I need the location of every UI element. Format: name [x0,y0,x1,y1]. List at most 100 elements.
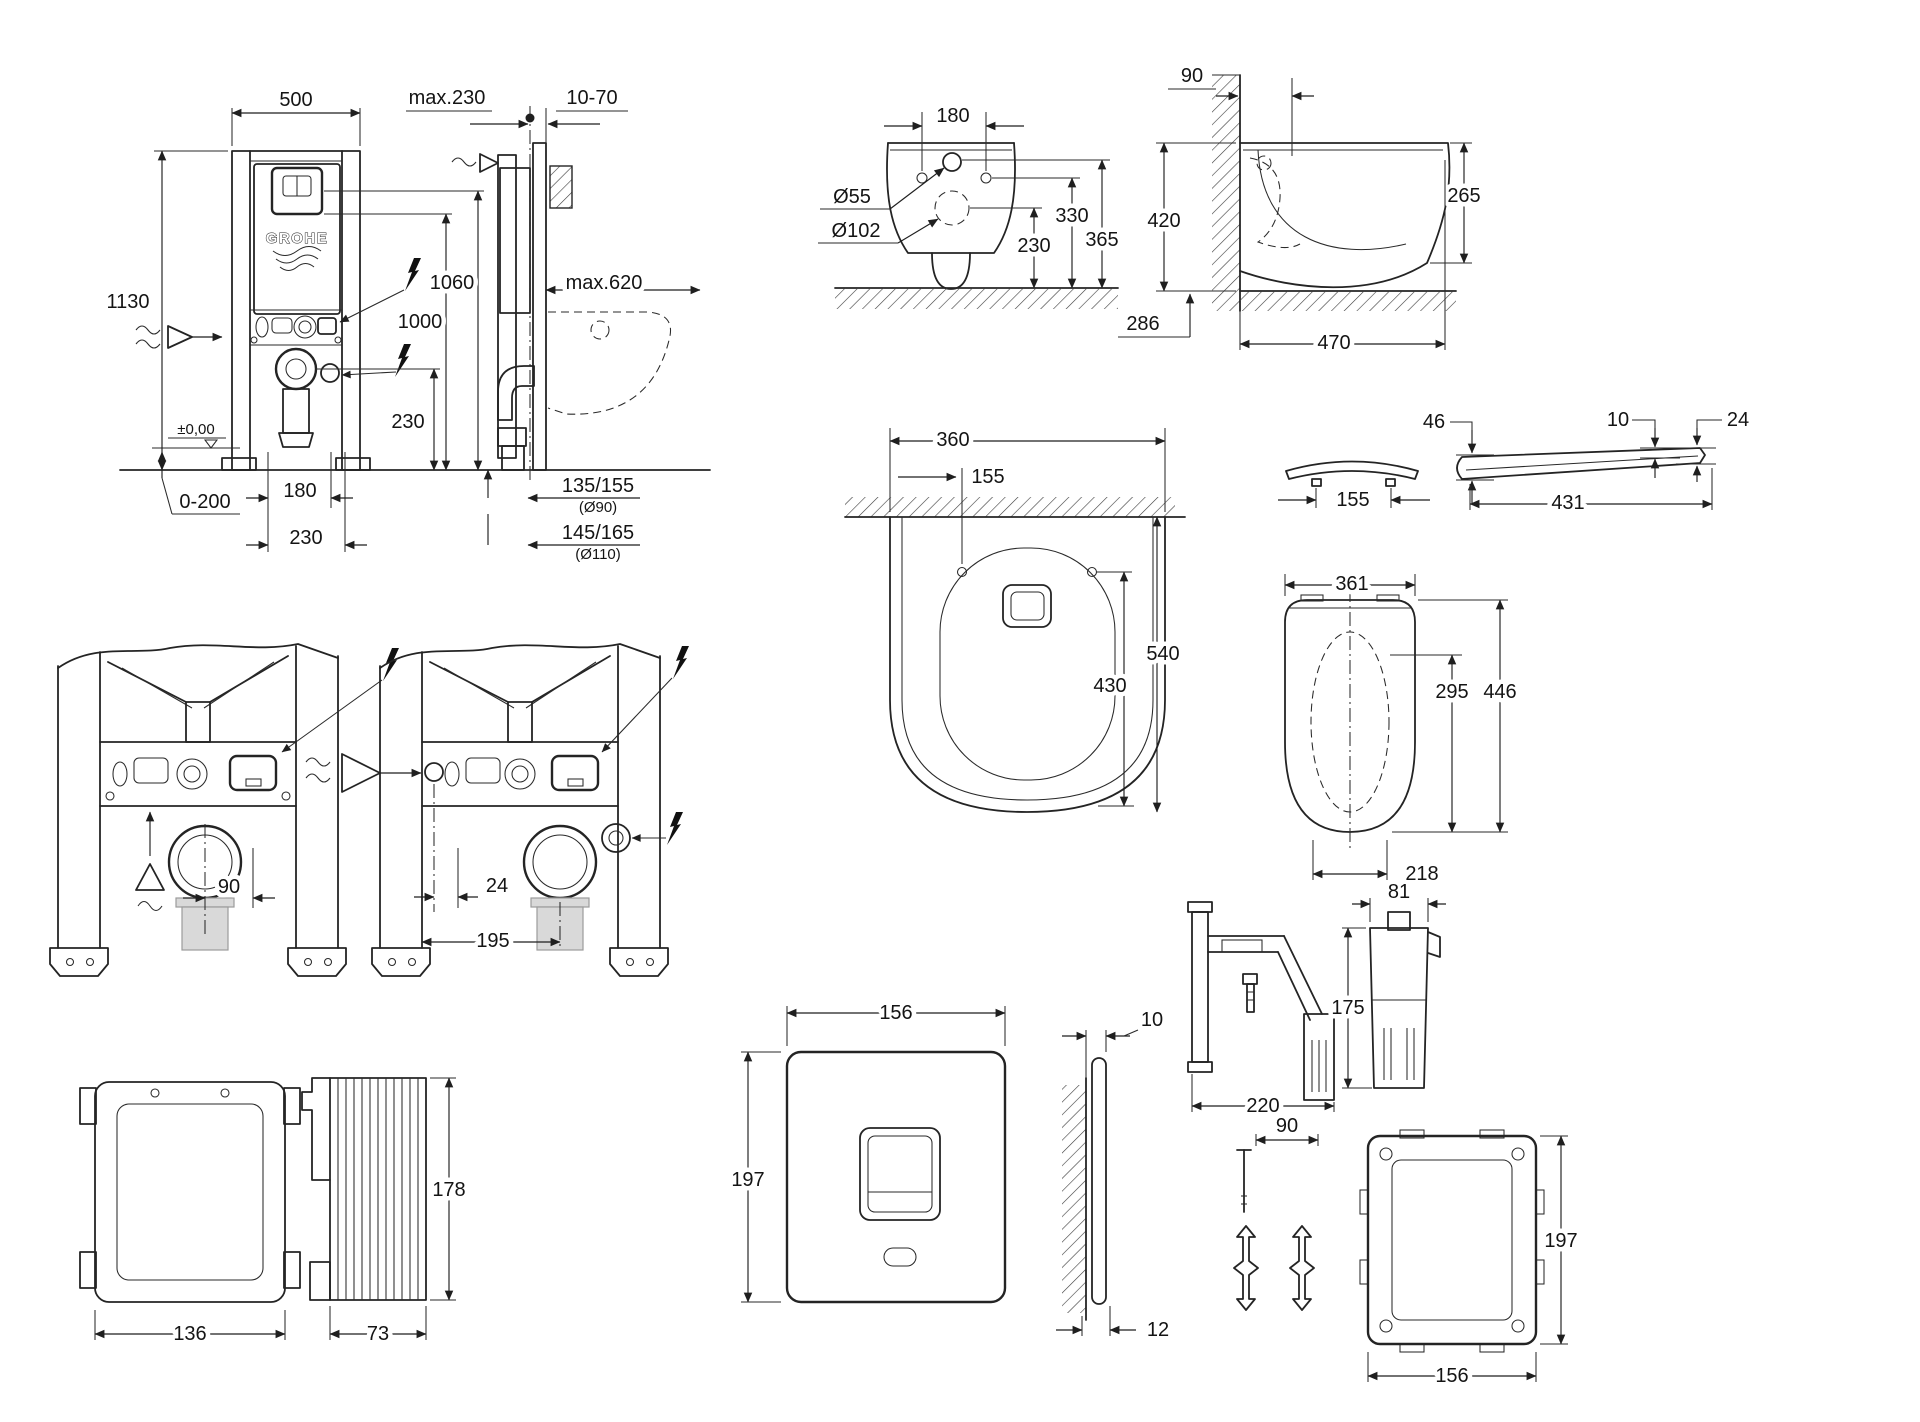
fixing-clip [1289,1225,1315,1311]
dim-hinge-spacing: 218 [1405,863,1438,885]
dim-drain-height: 230 [391,411,424,433]
frame-profile [497,154,517,459]
bowl-cavity [1257,149,1407,251]
dim-depth-max: max.230 [409,87,486,109]
screw [1236,1149,1252,1213]
dim-supply-height: 1000 [398,311,443,333]
dim-seat-length: 431 [1551,492,1584,514]
protection-sleeve: 81 175 [1327,881,1446,1089]
dim-fixing-depth: 90 [1181,65,1203,87]
foot-plate [609,947,669,977]
dim-projection: 470 [1317,332,1350,354]
foot-plate [49,947,109,977]
small-flush-button[interactable] [883,1247,917,1267]
drain-socket [274,347,318,391]
dim-drain-offset-b: 195 [476,930,509,952]
fixing-set: 90 197 156 [1233,1115,1582,1392]
wall-hatch [845,497,1175,517]
dim-projection-max: max.620 [566,272,643,294]
lightning-icon [341,344,411,379]
flush-plate-front: 156 197 [727,998,1007,1304]
wall-plug [1242,973,1258,1013]
dim-plate-width: 156 [879,1002,912,1024]
wc-side-view: 90 420 265 470 [1143,65,1485,359]
dim-fix-frame-height: 197 [1544,1230,1577,1252]
frame-side-view: max.230 10-70 max.620 135/155 (Ø90) 145/… [406,87,701,563]
dim-hole-height: 330 [1055,205,1088,227]
frame-detail-a: 90 [49,643,399,977]
sleeve-body [1369,927,1429,1089]
dim-seat-width: 361 [1335,573,1368,595]
dim-plate-center: 1060 [430,272,475,294]
dim-inner-length: 430 [1093,675,1126,697]
pad-hook [301,1077,331,1181]
supply-hole [424,762,444,782]
bowl-outline [886,142,1016,254]
frame-detail-b: 24 195 [305,643,689,977]
wall-hatch [1062,1085,1086,1313]
control-box [550,754,600,792]
control-box [228,754,278,792]
rib-lines [337,1078,419,1300]
power-socket [320,363,340,383]
drain-symbol-icon [135,811,165,912]
dim-outlet-height-2: 145/165 [562,522,634,544]
lightning-icon [281,648,399,753]
trap-dashed [1249,157,1301,249]
wall-plate [1191,911,1209,1063]
seat-lid-profile: 155 [1278,460,1430,516]
outlet-spigot [931,252,971,290]
seat-side-profile: 46 10 24 431 [1423,409,1749,519]
lightning-icon [339,258,421,323]
fixing-clip [1233,1225,1259,1311]
outlet-hole-dashed [934,190,970,226]
dim-outlet-dia-2: (Ø110) [575,546,621,563]
seat-shape [1456,447,1706,480]
frame-rail-left [231,150,251,471]
seat-outline [1284,599,1416,833]
floor-hatch [1240,291,1456,311]
wc-outline-dashed [547,311,672,415]
power-socket [601,823,631,853]
floor-hatch [835,288,1118,309]
dim-seat-length-top: 446 [1483,681,1516,703]
dim-frame-height: 1130 [106,291,149,313]
dim-pad-width: 136 [173,1323,206,1345]
dim-front-height: 265 [1447,185,1480,207]
break-line [57,643,339,669]
dim-total-thickness: 24 [1727,409,1749,431]
dim-opening-length: 295 [1435,681,1468,703]
dim-floor-level: ±0,00 [177,421,214,438]
dim-offset-b: 230 [289,527,322,549]
dim-sleeve-height: 175 [1331,997,1364,1019]
dim-height: 420 [1147,210,1180,232]
foot-plate [287,947,347,977]
lightning-icon [601,646,689,753]
support-bracket: 220 [1187,901,1335,1122]
dim-floor-range: 0-200 [179,491,230,513]
frame-front-view: GROHE ±0,00 500 1130 2 [106,89,711,554]
dim-length: 540 [1146,643,1179,665]
dim-hole-spacing: 180 [936,105,969,127]
dim-wall-gap: 10-70 [566,87,617,109]
brand-logo-waves [272,245,322,272]
mounting-board [532,142,547,471]
plate-profile [1091,1057,1107,1305]
flush-button[interactable] [859,1127,941,1221]
wall-hatch [1212,75,1240,311]
dim-plate-height: 197 [731,1169,764,1191]
inlet-hole [942,152,962,172]
dim-frame-width: 500 [279,89,312,111]
dim-inlet-height: 365 [1085,229,1118,251]
wc-front-view: 180 Ø55 Ø102 230 330 365 286 [818,105,1195,338]
dim-plate-thickness: 10 [1141,1009,1163,1031]
seat-top-view: 361 295 446 218 [1284,569,1521,885]
dim-outlet-dia: Ø102 [832,220,881,242]
frame-rail-right [341,150,361,471]
water-supply-icon [305,753,422,793]
dim-rear-offset: 286 [1126,313,1159,335]
dim-inlet-dia: Ø55 [833,186,871,208]
insulation-pad-side: 178 73 [301,1077,470,1350]
